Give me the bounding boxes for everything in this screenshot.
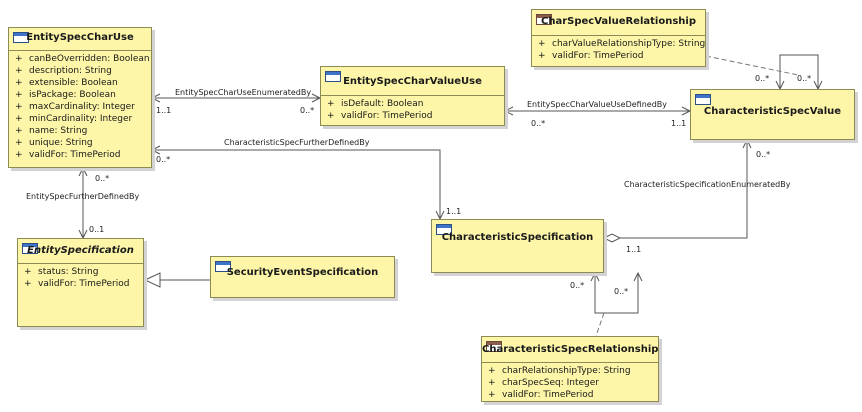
attribute-list: +status: String +validFor: TimePeriod	[18, 264, 143, 290]
class-entity-specification[interactable]: EntitySpecification +status: String +val…	[17, 238, 144, 327]
attribute: +validFor: TimePeriod	[488, 390, 594, 400]
attribute: +charSpecSeq: Integer	[488, 378, 600, 388]
class-icon	[436, 224, 452, 235]
class-icon	[325, 71, 341, 82]
association-class-link	[595, 312, 605, 337]
generalization-triangle	[143, 272, 161, 288]
multiplicity: 0..*	[95, 174, 110, 183]
assoc-further-defined-line	[152, 149, 441, 219]
multiplicity: 0..*	[570, 281, 585, 290]
attribute: +canBeOverridden: Boolean	[15, 54, 150, 64]
attribute-list: +canBeOverridden: Boolean +description: …	[9, 51, 151, 161]
attribute: +validFor: TimePeriod	[327, 111, 433, 121]
attribute: +maxCardinality: Integer	[15, 102, 135, 112]
class-icon	[13, 32, 29, 43]
class-icon	[215, 261, 231, 272]
self-assoc-value-line	[779, 54, 819, 89]
attribute: +isDefault: Boolean	[327, 99, 424, 109]
multiplicity: 1..1	[626, 245, 642, 254]
multiplicity: 0..*	[797, 74, 812, 83]
class-entity-spec-char-use[interactable]: EntitySpecCharUse +canBeOverridden: Bool…	[8, 27, 152, 168]
class-header: SecurityEventSpecification	[211, 257, 394, 297]
class-icon	[22, 243, 38, 254]
multiplicity: 1..1	[156, 106, 172, 115]
association-name: EntitySpecFurtherDefinedBy	[26, 192, 140, 201]
class-header: CharacteristicSpecification	[432, 220, 603, 266]
aggregation-diamond	[602, 233, 622, 243]
attribute: +minCardinality: Integer	[15, 114, 133, 124]
attribute: +name: String	[15, 126, 88, 136]
attribute-list: +charRelationshipType: String +charSpecS…	[482, 363, 658, 401]
multiplicity: 0..*	[755, 74, 770, 83]
attribute: +isPackage: Boolean	[15, 90, 116, 100]
multiplicity: 0..*	[614, 287, 629, 296]
class-header: EntitySpecCharUse	[9, 28, 151, 51]
attribute: +validFor: TimePeriod	[538, 51, 644, 61]
class-characteristic-spec-relationship[interactable]: CharacteristicSpecRelationship +charRela…	[481, 336, 659, 402]
class-name: SecurityEventSpecification	[226, 267, 379, 278]
class-characteristic-spec-value[interactable]: CharacteristicSpecValue	[690, 89, 855, 140]
class-name: CharacteristicSpecRelationship	[482, 344, 659, 355]
attribute: +charValueRelationshipType: String	[538, 39, 706, 49]
arrowhead-left	[150, 145, 161, 155]
arrowhead-up	[590, 271, 600, 282]
multiplicity: 0..1	[89, 225, 105, 234]
self-assoc-spec-line	[594, 273, 639, 314]
attribute: +unique: String	[15, 138, 93, 148]
multiplicity: 0..*	[531, 119, 546, 128]
attribute-list: +charValueRelationshipType: String +vali…	[532, 36, 705, 62]
multiplicity: 1..1	[671, 119, 687, 128]
association-name: EntitySpecCharUseEnumeratedBy	[175, 88, 312, 97]
arrowhead-left	[503, 106, 514, 116]
multiplicity: 0..*	[300, 106, 315, 115]
class-name: EntitySpecification	[27, 245, 134, 256]
class-security-event-specification[interactable]: SecurityEventSpecification	[210, 256, 395, 298]
multiplicity: 0..*	[756, 150, 771, 159]
class-header: EntitySpecification	[18, 239, 143, 264]
attribute-list: +isDefault: Boolean +validFor: TimePerio…	[321, 96, 504, 122]
class-header: CharacteristicSpecRelationship	[482, 337, 658, 363]
class-name: EntitySpecCharUse	[26, 32, 134, 43]
association-name: EntitySpecCharValueUseDefinedBy	[527, 100, 668, 109]
class-name: CharSpecValueRelationship	[541, 16, 696, 27]
attribute: +validFor: TimePeriod	[15, 150, 121, 160]
class-name: EntitySpecCharValueUse	[343, 76, 482, 87]
association-class-icon	[536, 14, 552, 25]
arrowhead-left	[150, 93, 161, 103]
assoc-spec-enumerated-line	[620, 140, 748, 239]
class-icon	[695, 94, 711, 105]
class-header: CharacteristicSpecValue	[691, 90, 854, 136]
class-name: CharacteristicSpecValue	[703, 106, 842, 117]
attribute: +validFor: TimePeriod	[24, 279, 130, 289]
attribute: +description: String	[15, 66, 112, 76]
attribute: +extensible: Boolean	[15, 78, 118, 88]
association-name: CharacteristicSpecFurtherDefinedBy	[224, 138, 370, 147]
class-entity-spec-char-value-use[interactable]: EntitySpecCharValueUse +isDefault: Boole…	[320, 66, 505, 126]
attribute: +charRelationshipType: String	[488, 366, 631, 376]
class-header: CharSpecValueRelationship	[532, 10, 705, 36]
arrowhead-up	[633, 271, 643, 282]
class-name: CharacteristicSpecification	[441, 232, 594, 243]
multiplicity: 0..*	[156, 155, 171, 164]
attribute: +status: String	[24, 267, 99, 277]
class-char-spec-value-relationship[interactable]: CharSpecValueRelationship +charValueRela…	[531, 9, 706, 67]
association-name: CharacteristicSpecificationEnumeratedBy	[624, 180, 791, 189]
class-characteristic-specification[interactable]: CharacteristicSpecification	[431, 219, 604, 273]
arrowhead-up	[78, 166, 88, 177]
multiplicity: 1..1	[446, 207, 462, 216]
class-header: EntitySpecCharValueUse	[321, 67, 504, 96]
arrowhead-up	[742, 138, 752, 149]
association-class-link	[705, 55, 799, 76]
association-class-icon	[486, 341, 502, 352]
